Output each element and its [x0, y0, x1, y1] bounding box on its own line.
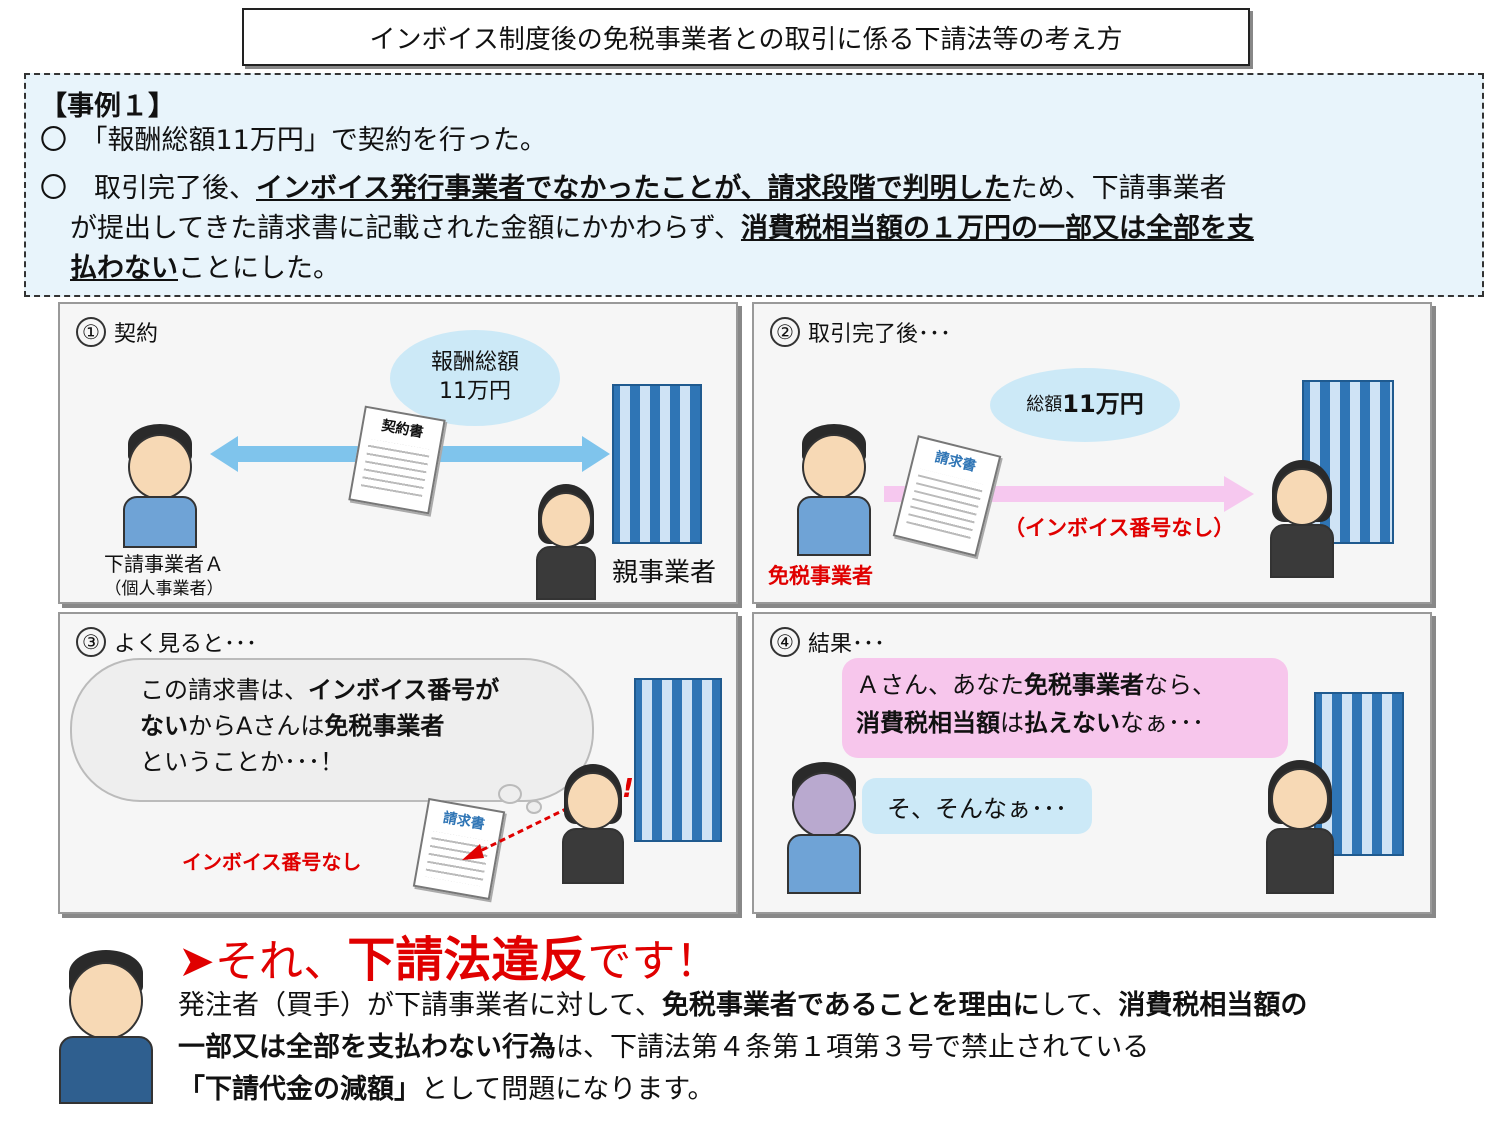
thought-bold-3: 免税事業者	[324, 712, 445, 740]
explain-b1: 免税事業者であることを理由に	[661, 990, 1040, 1021]
case-heading: 【事例１】	[40, 91, 175, 122]
explain-p1: 発注者（買手）が下請事業者に対して、	[178, 990, 662, 1021]
invoice-document-icon: 請求書	[892, 435, 1002, 557]
panel-4-number: ④	[770, 627, 800, 657]
case-line-2-post: ため、下請事業者	[1010, 173, 1227, 204]
blue-speech-bubble: そ、そんなぁ･･･	[862, 778, 1092, 834]
verdict-headline: ➤それ、下請法違反です！	[178, 920, 719, 990]
panel-4-header: ④ 結果･･･	[770, 626, 885, 658]
explain-p3: は、下請法第４条第１項第３号で禁止されている	[556, 1031, 1150, 1063]
panel-1-bubble-line-2: 11万円	[438, 379, 511, 404]
explain-p4: として問題になります。	[421, 1073, 715, 1105]
panel-1-number: ①	[76, 317, 106, 347]
panel-result: ④ 結果･･･ Ａさん、あなた免税事業者なら、 消費税相当額は払えないなぁ･･･…	[752, 612, 1432, 914]
panel-close-look: ③ よく見ると･･･ この請求書は、インボイス番号が ないからAさんは免税事業者…	[58, 612, 738, 914]
verdict-arrow-icon: ➤	[178, 936, 215, 987]
explain-b3: 一部又は全部を支払わない行為	[178, 1031, 556, 1063]
pink-bold-2: 消費税相当額	[856, 709, 1000, 738]
no-invoice-number-label: インボイス番号なし	[182, 850, 362, 874]
parent-company-person-icon	[1268, 460, 1336, 578]
case-line-2: 〇 取引完了後、インボイス発行事業者でなかったことが、請求段階で判明したため、下…	[40, 171, 1227, 206]
pink-bold-1: 免税事業者	[1024, 671, 1144, 699]
panel-1-header: ① 契約	[76, 316, 158, 348]
case-line-4: 払わないことにした。	[70, 251, 340, 286]
verdict-pre: それ、	[214, 936, 348, 987]
thought-dot-icon	[498, 784, 522, 804]
panel-3-label: よく見ると･･･	[114, 632, 258, 657]
pink-mid: なら、	[1144, 671, 1216, 699]
building-icon	[1314, 692, 1404, 856]
panel-3-header: ③ よく見ると･･･	[76, 626, 257, 658]
page-title: インボイス制度後の免税事業者との取引に係る下請法等の考え方	[242, 8, 1250, 66]
panel-contract: ① 契約 報酬総額 11万円 契約書 下請事業者Ａ （個人事業者） 親事業者	[58, 302, 738, 604]
panel-2-bubble-pre: 総額	[1026, 394, 1063, 416]
panel-4-label: 結果･･･	[808, 632, 886, 657]
pink-end: なぁ･･･	[1120, 709, 1204, 738]
exempt-business-person-icon	[794, 424, 874, 556]
thought-end: ということか･･･！	[140, 748, 344, 776]
verdict-bold: 下請法違反	[347, 932, 588, 988]
page-title-text: インボイス制度後の免税事業者との取引に係る下請法等の考え方	[369, 24, 1123, 55]
parent-company-person-icon	[536, 484, 596, 600]
contract-document-icon: 契約書	[348, 405, 446, 515]
building-icon	[634, 678, 722, 842]
exempt-business-person-icon	[784, 762, 864, 894]
panel-2-label: 取引完了後･･･	[808, 322, 952, 347]
explain-b2: 消費税相当額の	[1118, 990, 1308, 1021]
pink-arrow-icon	[884, 476, 1254, 512]
panel-2-number: ②	[770, 317, 800, 347]
no-invoice-number-label: （インボイス番号なし）	[1004, 516, 1235, 540]
parent-company-person-icon	[560, 764, 626, 884]
subcontractor-person-icon	[120, 424, 200, 548]
verdict-post: です！	[587, 936, 720, 987]
panel-1-speech-bubble: 報酬総額 11万円	[390, 330, 560, 426]
thought-bold-1: インボイス番号が	[308, 676, 500, 704]
case-line-3-pre: が提出してきた請求書に記載された金額にかかわらず、	[70, 213, 741, 244]
pink-mid-2: は	[1000, 709, 1024, 738]
thought-dot-icon	[526, 800, 542, 814]
thought-pre: この請求書は、	[140, 676, 308, 704]
thought-mid: からAさんは	[188, 712, 325, 740]
panel-2-bubble-bold: 11万円	[1062, 390, 1144, 419]
blue-bubble-text: そ、そんなぁ･･･	[887, 794, 1067, 823]
subcontractor-label: 下請事業者Ａ	[104, 552, 224, 576]
panel-2-header: ② 取引完了後･･･	[770, 316, 951, 348]
case-line-4-underlined: 払わない	[70, 253, 178, 284]
explain-p2: して、	[1039, 990, 1119, 1021]
case-line-3-underlined: 消費税相当額の１万円の一部又は全部を支	[740, 213, 1254, 244]
case-description-box: 【事例１】 〇 「報酬総額11万円」で契約を行った。 〇 取引完了後、インボイス…	[24, 73, 1484, 297]
thought-text: この請求書は、インボイス番号が ないからAさんは免税事業者 ということか･･･！	[140, 672, 499, 780]
case-line-4-post: ことにした。	[178, 253, 340, 284]
panel-3-number: ③	[76, 627, 106, 657]
contract-doc-title: 契約書	[380, 417, 425, 441]
exempt-business-label: 免税事業者	[768, 564, 873, 588]
case-line-3: が提出してきた請求書に記載された金額にかかわらず、消費税相当額の１万円の一部又は…	[70, 211, 1254, 246]
panel-1-label: 契約	[114, 322, 159, 347]
verdict-explanation: 発注者（買手）が下請事業者に対して、免税事業者であることを理由にして、消費税相当…	[178, 985, 1307, 1111]
thought-cloud	[70, 658, 594, 802]
case-line-2-pre: 〇 取引完了後、	[40, 173, 256, 204]
pink-pre: Ａさん、あなた	[856, 671, 1024, 699]
subcontractor-note: （個人事業者）	[104, 579, 224, 599]
presenter-person-icon	[58, 950, 154, 1104]
thought-bold-2: ない	[140, 712, 188, 740]
pink-speech-bubble: Ａさん、あなた免税事業者なら、 消費税相当額は払えないなぁ･･･	[842, 658, 1288, 758]
building-icon	[612, 384, 702, 544]
explain-b4: 「下請代金の減額」	[178, 1073, 421, 1105]
exclamation-mark: !	[622, 774, 634, 804]
parent-company-label: 親事業者	[612, 558, 717, 588]
parent-company-person-icon	[1264, 760, 1336, 894]
dashed-arrow-icon	[462, 806, 569, 860]
case-line-1: 〇 「報酬総額11万円」で契約を行った。	[40, 125, 547, 156]
case-line-2-underlined: インボイス発行事業者でなかったことが、請求段階で判明した	[256, 173, 1011, 204]
panel-1-bubble-line-1: 報酬総額	[430, 350, 519, 376]
pink-bold-3: 払えない	[1024, 709, 1120, 738]
